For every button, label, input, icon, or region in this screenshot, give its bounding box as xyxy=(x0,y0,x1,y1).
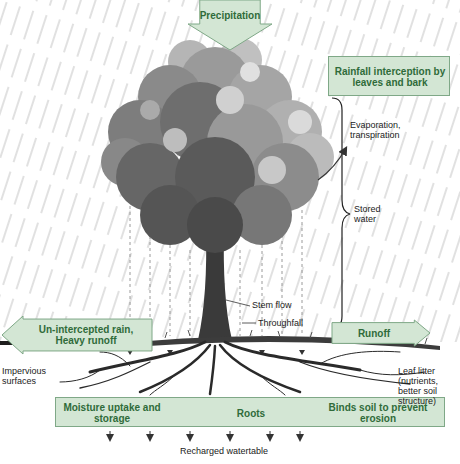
recharge-arrow xyxy=(270,431,271,440)
runoff-left-arrow: Un-intercepted rain, Heavy runoff xyxy=(2,316,152,354)
root xyxy=(100,352,130,366)
throughfall-label: Throughfall xyxy=(258,318,328,328)
runoff-right-arrow: Runoff xyxy=(332,320,430,346)
recharge-arrows xyxy=(110,431,300,440)
node-text: Runoff xyxy=(334,320,414,346)
stored-water-bracket xyxy=(332,98,350,328)
stem-flow-label: Stem flow xyxy=(252,300,312,310)
impervious-label: Impervious surfaces xyxy=(2,366,62,386)
arrow-shape xyxy=(188,0,272,50)
interception-box: Rainfall interception by leaves and bark xyxy=(328,56,450,96)
root xyxy=(260,375,285,395)
leaf-litter-label: Leaf litter (nutrients, better soil stru… xyxy=(398,366,460,406)
arrow-outline xyxy=(188,0,272,50)
leader-line xyxy=(242,323,256,324)
leaf-highlight xyxy=(258,156,286,184)
recharge-arrow xyxy=(110,431,111,440)
drip-line xyxy=(170,245,171,336)
roots-band: Moisture uptake and storageRootsBinds so… xyxy=(55,397,445,427)
evaporation-arrow xyxy=(318,148,346,180)
recharge-arrow xyxy=(300,431,301,440)
root xyxy=(60,370,100,382)
recharge-arrow xyxy=(150,431,151,440)
root xyxy=(140,345,210,392)
node-text: Rainfall interception by leaves and bark xyxy=(333,59,447,95)
arrow-outline xyxy=(2,316,152,354)
node-text: Precipitation xyxy=(188,4,272,26)
node-text: Moisture uptake and storage xyxy=(62,398,162,428)
drip-line xyxy=(240,250,241,336)
drip-head xyxy=(299,350,305,355)
drip-heads xyxy=(127,350,305,355)
watertable-label: Recharged watertable xyxy=(180,446,300,456)
root xyxy=(300,362,410,384)
drip-line xyxy=(302,210,303,336)
leaf-highlight xyxy=(288,110,312,134)
root xyxy=(150,375,175,395)
precipitation-arrow: Precipitation xyxy=(188,0,272,50)
drip-line xyxy=(190,250,191,336)
leaf-highlight xyxy=(216,86,244,114)
leaf-cluster xyxy=(187,197,243,253)
leaf-highlight xyxy=(240,62,260,82)
tree-crown xyxy=(101,38,334,253)
evaporation-label: Evaporation, transpiration xyxy=(350,120,450,140)
root xyxy=(320,351,400,364)
recharge-arrow xyxy=(230,431,231,440)
arrow-outline xyxy=(332,320,430,346)
rain-area xyxy=(0,0,460,342)
root xyxy=(80,362,150,388)
leaf-highlight xyxy=(140,100,160,120)
node-text: Roots xyxy=(196,398,306,428)
drip-line xyxy=(130,200,131,336)
leader-line xyxy=(226,300,250,306)
root xyxy=(220,345,300,392)
recharge-arrow xyxy=(190,431,191,440)
root xyxy=(210,346,215,394)
leaf-highlight xyxy=(163,128,187,152)
stored-water-label: Stored water xyxy=(354,204,404,224)
node-text: Un-intercepted rain, Heavy runoff xyxy=(24,318,148,352)
